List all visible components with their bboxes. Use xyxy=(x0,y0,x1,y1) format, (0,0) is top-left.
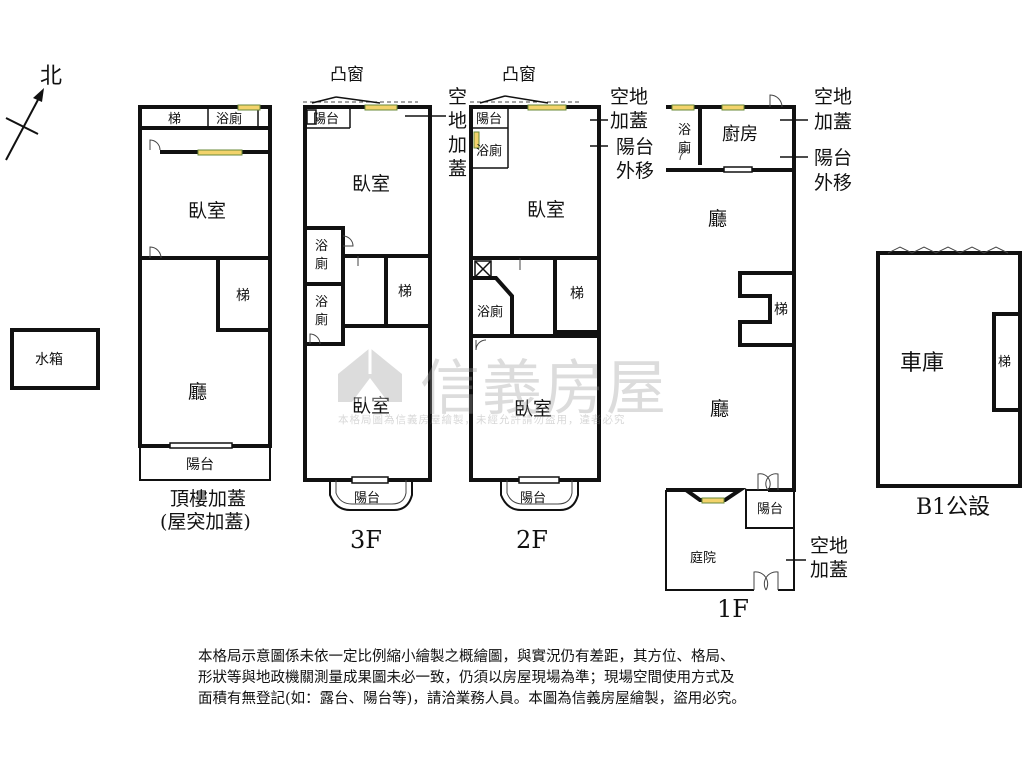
b1-stair-label: 梯 xyxy=(998,355,1011,370)
floor-3f-plan: 凸窗 陽台 空 地 加 蓋 臥室 浴 廁 浴 廁 梯 臥室 陽台 3F xyxy=(303,65,467,554)
f3-annot-3: 加 xyxy=(448,134,467,156)
roof-hall-label: 廳 xyxy=(188,381,207,403)
f3-bedroom2-label: 臥室 xyxy=(352,395,390,417)
water-tank: 水箱 xyxy=(10,328,100,390)
b1-caption: B1公設 xyxy=(916,495,990,520)
f2-annot2-b: 外移 xyxy=(616,160,654,182)
f3-annot-4: 蓋 xyxy=(448,158,467,180)
disclaimer-line: 面積有無登記(如：露台、陽台等)，請洽業務人員。本圖為信義房屋繪製，盜用必究。 xyxy=(198,691,746,707)
north-compass: 北 xyxy=(5,64,62,161)
north-label: 北 xyxy=(40,64,62,89)
roof-stair-label: 梯 xyxy=(168,112,181,127)
f1-caption: 1F xyxy=(717,595,749,623)
disclaimer-line: 本格局示意圖係未依一定比例縮小繪製之概繪圖，與實況仍有差距，其方位、格局、 xyxy=(198,649,735,665)
f1-annot2-b: 外移 xyxy=(814,172,852,194)
f1-hall1-label: 廳 xyxy=(708,208,727,230)
f2-balcony-bottom-label: 陽台 xyxy=(520,491,546,506)
water-tank-label: 水箱 xyxy=(35,352,63,368)
roof-caption-1: 頂樓加蓋 xyxy=(170,488,246,510)
f2-caption: 2F xyxy=(516,526,548,554)
floor-2f-plan: 凸窗 陽台 浴廁 空地 加蓋 陽台 外移 臥室 浴廁 梯 臥室 陽台 2F xyxy=(469,65,654,554)
f1-kitchen-label: 廚房 xyxy=(722,123,758,145)
f3-bay-window-label: 凸窗 xyxy=(330,65,364,85)
window-icon xyxy=(237,104,261,111)
f3-balcony-top-label: 陽台 xyxy=(313,112,339,127)
window-icon xyxy=(721,104,745,111)
f1-stair-label: 梯 xyxy=(774,302,788,318)
roof-bath-label: 浴廁 xyxy=(216,111,242,127)
window-icon xyxy=(364,104,398,111)
window-icon xyxy=(527,104,567,111)
f2-bedroom1-label: 臥室 xyxy=(527,199,565,221)
roof-bedroom-label: 臥室 xyxy=(188,200,226,222)
b1-garage-label: 車庫 xyxy=(900,351,944,376)
f1-balcony-label: 陽台 xyxy=(757,502,783,517)
f1-annot3-a: 空地 xyxy=(810,535,848,557)
f3-stair-label: 梯 xyxy=(398,284,412,300)
roof-balcony-label: 陽台 xyxy=(186,457,214,473)
f3-bedroom1-label: 臥室 xyxy=(352,173,390,195)
f2-bay-window-label: 凸窗 xyxy=(502,65,536,85)
roof-floor-plan: 梯 浴廁 臥室 梯 廳 陽台 頂樓加蓋 (屋突加蓋) xyxy=(138,104,272,533)
f1-bath-label-b: 廁 xyxy=(678,140,691,156)
f1-annot1-a: 空地 xyxy=(814,86,852,108)
f1-annot1-b: 加蓋 xyxy=(814,111,852,133)
f3-bath1-label-a: 浴 xyxy=(315,239,328,254)
f3-bath1-label-b: 廁 xyxy=(315,256,328,272)
window-icon xyxy=(701,497,725,504)
f2-balcony-top-label: 陽台 xyxy=(476,112,502,127)
f2-annot1-b: 加蓋 xyxy=(610,110,648,132)
f2-stair-label: 梯 xyxy=(570,286,584,302)
f2-bath-top-label: 浴廁 xyxy=(476,143,502,159)
roof-stair2-label: 梯 xyxy=(236,288,250,304)
f3-annot-2: 地 xyxy=(448,110,467,132)
f2-bedroom2-label: 臥室 xyxy=(514,398,552,420)
north-arrow-icon xyxy=(33,88,44,102)
f3-caption: 3F xyxy=(350,526,382,554)
f3-bath2-label-a: 浴 xyxy=(315,295,328,310)
f3-annot-1: 空 xyxy=(448,86,467,108)
floor-1f-plan: 浴 廁 廚房 空地 加蓋 陽台 外移 廳 梯 廳 陽台 庭院 空地 加蓋 1F xyxy=(665,86,852,623)
f1-annot2-a: 陽台 xyxy=(814,147,852,169)
window-icon xyxy=(473,131,480,149)
f3-balcony-bottom-label: 陽台 xyxy=(354,491,380,506)
f2-annot1-a: 空地 xyxy=(610,86,648,108)
f1-bath-label-a: 浴 xyxy=(678,123,691,138)
f2-annot2-a: 陽台 xyxy=(616,136,654,158)
f3-bath2-label-b: 廁 xyxy=(315,312,328,328)
f2-bath-mid-label: 浴廁 xyxy=(477,304,503,320)
roof-caption-2: (屋突加蓋) xyxy=(160,511,251,533)
f1-courtyard-label: 庭院 xyxy=(690,550,716,566)
window-icon xyxy=(197,149,243,156)
disclaimer-text: 本格局示意圖係未依一定比例縮小繪製之概繪圖，與實況仍有差距，其方位、格局、 形狀… xyxy=(198,647,838,710)
f1-annot3-b: 加蓋 xyxy=(810,559,848,581)
disclaimer-line: 形狀等與地政機關測量成果圖未必一致，仍須以房屋現場為準；現場空間使用方式及 xyxy=(198,670,735,686)
f1-hall2-label: 廳 xyxy=(710,398,729,420)
window-icon xyxy=(671,104,695,111)
b1-plan: 車庫 梯 B1公設 xyxy=(876,246,1022,520)
